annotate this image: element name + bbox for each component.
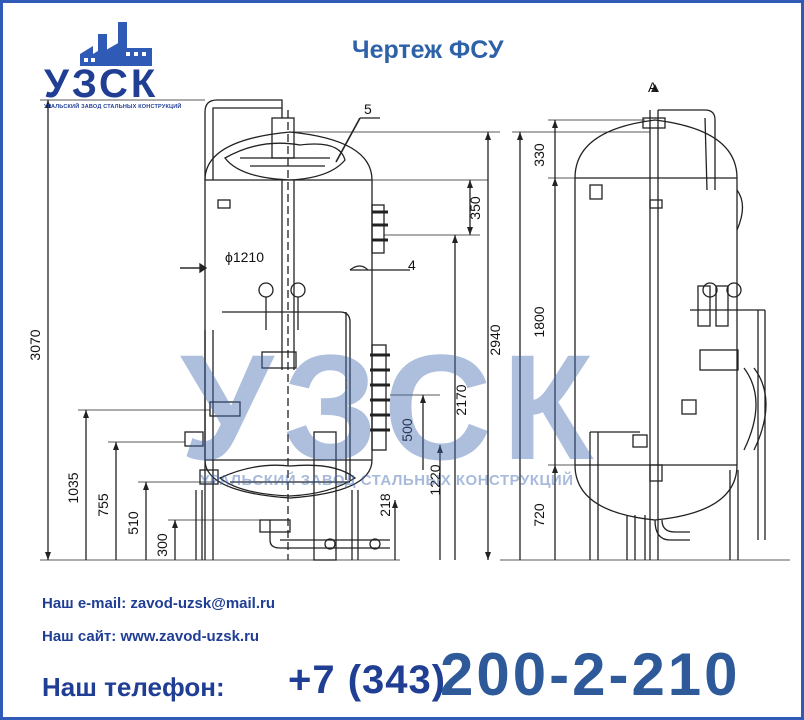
dim-label-755: 755 bbox=[95, 493, 111, 517]
top-cutaway bbox=[224, 142, 346, 181]
page-title: Чертеж ФСУ bbox=[352, 36, 504, 64]
phone-code[interactable]: +7 (343) bbox=[288, 658, 447, 702]
dim-label-1035: 1035 bbox=[65, 472, 81, 503]
dim-label-350: 350 bbox=[467, 196, 483, 220]
factory-logo-icon bbox=[80, 22, 152, 66]
callout-5: 5 bbox=[364, 101, 372, 117]
callout-5-leader bbox=[335, 117, 361, 163]
dim-label-2940: 2940 bbox=[487, 324, 503, 355]
dim-label-510: 510 bbox=[125, 511, 141, 535]
gauge-1 bbox=[258, 282, 274, 298]
watermark-logo: УЗСК bbox=[180, 323, 604, 491]
view-label-a: A bbox=[648, 79, 658, 95]
watermark-subtitle: УРАЛЬСКИЙ ЗАВОД СТАЛЬНЫХ КОНСТРУКЦИЙ bbox=[200, 472, 574, 489]
bottom-cutaway bbox=[218, 464, 357, 497]
dim-label-500: 500 bbox=[399, 418, 415, 442]
diameter-label: ϕ1210 bbox=[225, 249, 264, 265]
gauge-2 bbox=[290, 282, 306, 298]
phone-number[interactable]: 200-2-210 bbox=[440, 641, 741, 708]
left-pipe bbox=[204, 330, 214, 560]
callout-4: 4 bbox=[408, 257, 416, 273]
contact-email[interactable]: Наш e-mail: zavod-uzsk@mail.ru bbox=[42, 595, 276, 612]
contact-site[interactable]: Наш сайт: www.zavod-uzsk.ru bbox=[42, 628, 260, 645]
flange-upper bbox=[371, 204, 385, 254]
dim-label-218: 218 bbox=[377, 493, 393, 517]
dim-label-2170: 2170 bbox=[453, 384, 469, 415]
dim-label-1220: 1220 bbox=[427, 464, 443, 495]
dim-label-3070: 3070 bbox=[27, 329, 43, 360]
right-instrument-box bbox=[699, 349, 739, 371]
flange-lower bbox=[371, 344, 387, 451]
instrument-box bbox=[261, 351, 297, 369]
logo-subtitle: УРАЛЬСКИЙ ЗАВОД СТАЛЬНЫХ КОНСТРУКЦИЙ bbox=[44, 104, 182, 110]
dim-label-720: 720 bbox=[531, 503, 547, 527]
dim-label-1800: 1800 bbox=[531, 306, 547, 337]
technical-drawing: 3070 1035 755 510 300 350 2940 2170 500 … bbox=[27, 79, 790, 561]
right-flange-top bbox=[589, 184, 603, 200]
phone-label: Наш телефон: bbox=[42, 672, 225, 702]
right-sight-glass bbox=[743, 367, 767, 451]
dim-label-330: 330 bbox=[531, 143, 547, 167]
logo-text: УЗСК bbox=[44, 62, 159, 106]
dim-label-300: 300 bbox=[154, 533, 170, 557]
